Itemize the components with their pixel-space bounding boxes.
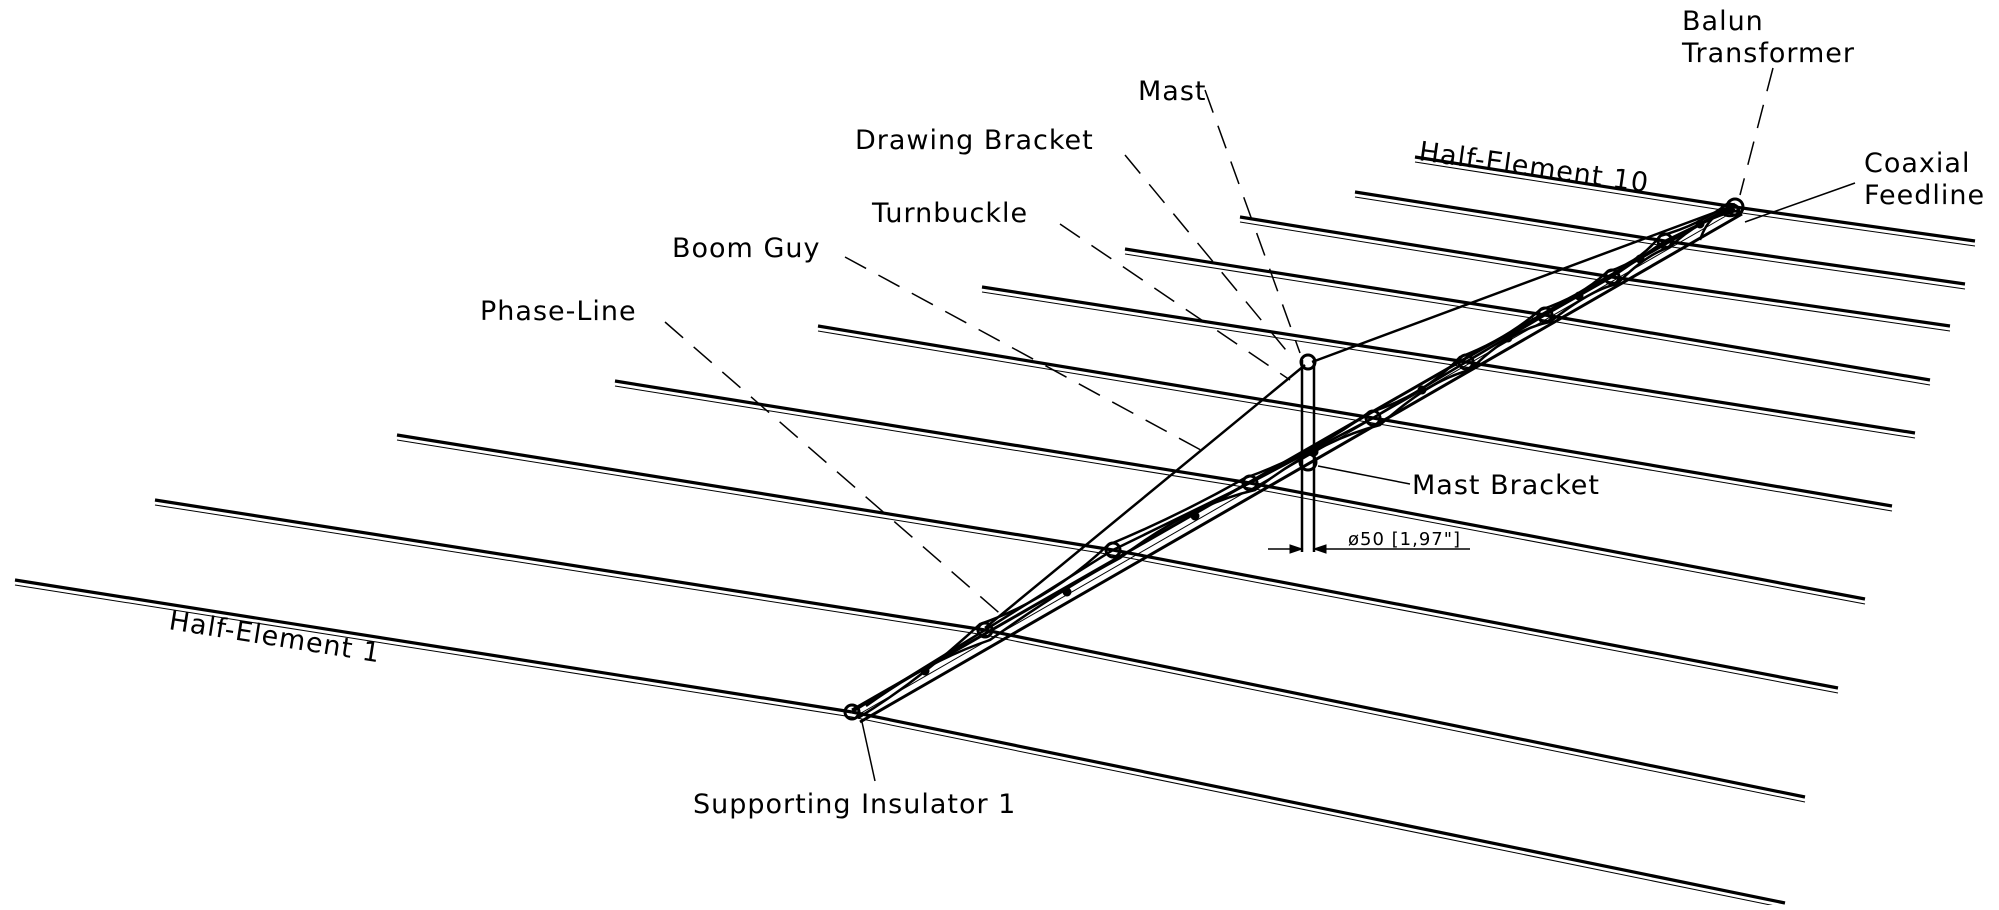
element-2-right — [984, 628, 1806, 799]
element-7-right — [1544, 313, 1931, 382]
mast-dimension — [1268, 544, 1470, 554]
label-half-element-1: Half-Element 1 — [167, 605, 383, 669]
element-9-left — [1354, 190, 1666, 243]
element-5-left — [817, 324, 1374, 420]
supporting-insulator-1 — [843, 703, 861, 721]
leader-phase-line — [664, 321, 1006, 619]
mast — [1298, 353, 1318, 552]
element-7-left — [1124, 247, 1546, 317]
element-8-right — [1611, 275, 1951, 328]
leader-supporting-insulator — [861, 721, 876, 782]
leader-lines — [664, 67, 1856, 782]
label-transformer: Transformer — [1681, 38, 1855, 69]
leader-mast — [1204, 89, 1301, 354]
element-4-left — [614, 379, 1251, 485]
leader-balun — [1739, 67, 1774, 196]
label-supporting-insulator: Supporting Insulator 1 — [693, 789, 1016, 820]
element-6-right — [1465, 360, 1916, 435]
leader-boom-guy — [844, 256, 1211, 456]
leader-coaxial — [1744, 182, 1856, 223]
label-half-element-10: Half-Element 10 — [1417, 136, 1651, 199]
balun-transformer — [1698, 202, 1741, 241]
element-1-left — [14, 578, 853, 714]
label-drawing-bracket: Drawing Bracket — [855, 125, 1094, 156]
leader-drawing-bracket — [1124, 154, 1291, 356]
elements — [14, 155, 1976, 905]
label-phase-line: Phase-Line — [480, 296, 637, 327]
element-2-left — [154, 498, 986, 632]
label-mast-bracket: Mast Bracket — [1412, 470, 1600, 501]
element-6-left — [981, 285, 1467, 364]
element-9-right — [1664, 239, 1966, 286]
element-3-right — [1112, 548, 1839, 690]
element-5-right — [1372, 416, 1893, 508]
label-boom-guy: Boom Guy — [672, 233, 820, 264]
mast-bracket-knot — [1298, 452, 1318, 472]
label-balun: Balun — [1682, 6, 1764, 37]
leader-turnbuckle — [1059, 223, 1291, 381]
element-10-right — [1734, 205, 1976, 243]
label-dimension: ø50 [1,97"] — [1348, 529, 1461, 550]
label-coaxial: Coaxial — [1864, 148, 1970, 179]
label-mast: Mast — [1138, 76, 1207, 107]
element-4-right — [1249, 481, 1866, 601]
boom-guy — [984, 203, 1736, 629]
element-clamps — [843, 197, 1745, 721]
label-turnbuckle: Turnbuckle — [871, 198, 1028, 229]
leader-mast-bracket — [1317, 465, 1411, 485]
element-8-left — [1239, 215, 1613, 279]
label-feedline: Feedline — [1864, 180, 1985, 211]
element-1-right — [851, 710, 1786, 905]
element-10-left — [1414, 155, 1736, 209]
element-3-left — [396, 433, 1114, 552]
element-inner-lines — [14, 161, 1976, 909]
